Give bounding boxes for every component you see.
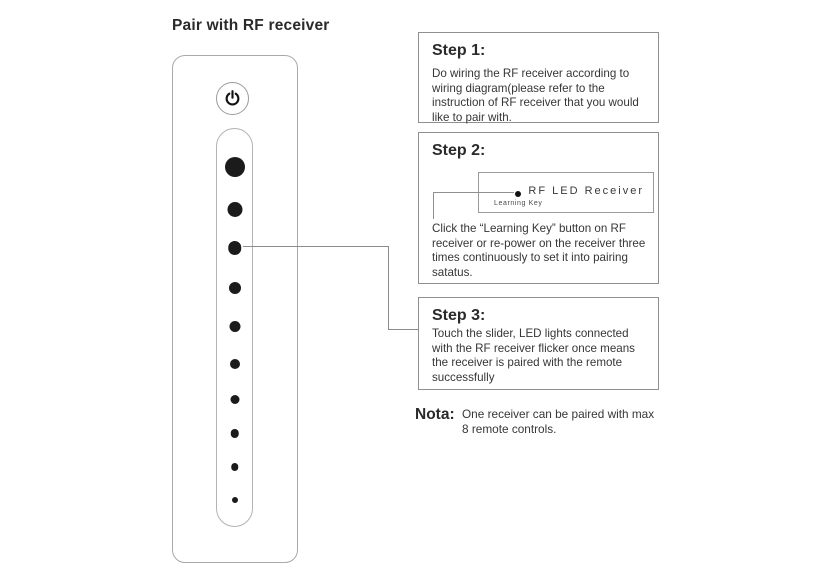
- slider-dot: [230, 429, 239, 438]
- slider-dot: [228, 282, 241, 294]
- slider-dot: [229, 359, 240, 369]
- note-label: Nota:: [415, 406, 455, 423]
- step-2-body: Click the “Learning Key” button on RF re…: [432, 222, 646, 279]
- step-2-heading: Step 2:: [432, 142, 486, 159]
- slider-dot: [227, 202, 242, 217]
- page-title: Pair with RF receiver: [172, 17, 330, 34]
- connector-line-vertical: [388, 246, 390, 330]
- power-icon: [223, 89, 242, 108]
- learning-key-dot: [515, 191, 521, 197]
- slider-dot: [230, 395, 239, 404]
- step-2-box: Step 2: RF LED Receiver Learning Key Cli…: [418, 132, 659, 284]
- step-3-body: Touch the slider, LED lights connected w…: [432, 327, 635, 384]
- learning-key-label: Learning Key: [494, 200, 543, 207]
- slider-dot: [227, 241, 242, 255]
- step-3-heading: Step 3:: [432, 307, 486, 324]
- note-text: One receiver can be paired with max 8 re…: [462, 407, 655, 436]
- connector-line-horizontal: [388, 329, 418, 331]
- rf-receiver-label: RF LED Receiver: [528, 185, 644, 197]
- slider-dot: [229, 321, 240, 332]
- step-3-box: Step 3: Touch the slider, LED lights con…: [418, 297, 659, 390]
- slider-dot: [230, 463, 239, 471]
- remote-control: [172, 55, 298, 563]
- leader-line-vertical: [433, 192, 434, 219]
- leader-line-horizontal: [433, 192, 514, 193]
- connector-line-horizontal: [243, 246, 388, 248]
- slider-dot: [231, 497, 238, 503]
- slider-dot: [224, 157, 245, 177]
- power-button: [216, 82, 249, 115]
- step-1-body: Do wiring the RF receiver according to w…: [432, 67, 639, 124]
- step-1-heading: Step 1:: [432, 42, 486, 59]
- step-1-box: Step 1: Do wiring the RF receiver accord…: [418, 32, 659, 124]
- touch-slider: [216, 128, 253, 527]
